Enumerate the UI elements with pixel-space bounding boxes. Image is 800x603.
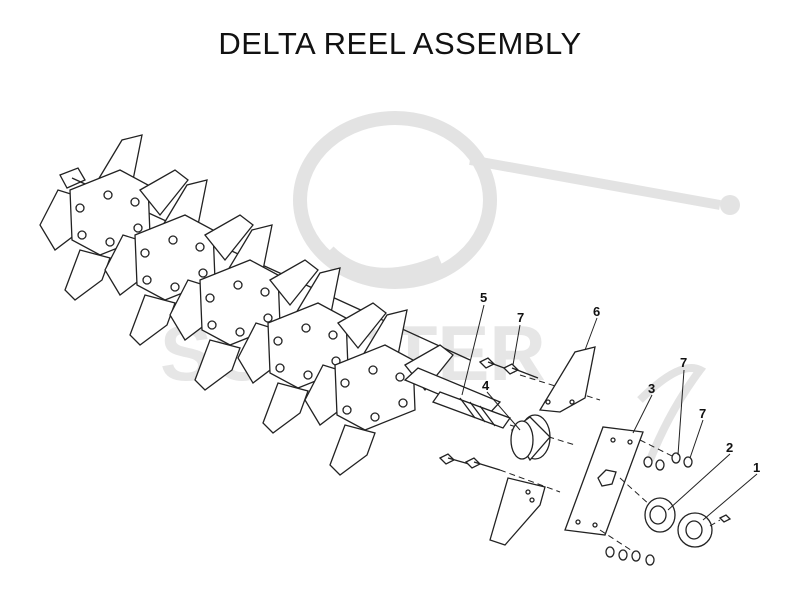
bolt-head [370,412,380,422]
bolt-head [263,313,273,323]
bolt-head [77,230,87,240]
mounting-bolts [438,357,601,493]
callout-7-b: 7 [680,355,687,370]
bolt-head [235,327,245,337]
bolt-head [340,378,350,388]
diagram-title: DELTA REEL ASSEMBLY [218,26,582,61]
bolt-head [130,197,140,207]
bolt-head [168,235,178,245]
bolt-head [133,223,143,233]
callout-6: 6 [593,304,600,319]
end-plate [564,426,681,557]
callout-3: 3 [648,381,655,396]
bolt-head [75,203,85,213]
bolt-head [303,370,313,380]
bolt-head [273,336,283,346]
callout-7-c: 7 [699,406,706,421]
bolt-head [140,248,150,258]
lock-collar [677,512,732,548]
bolt-head [103,190,113,200]
end-blade-bottom [489,477,546,546]
bushing [510,414,551,462]
bolt-head [328,330,338,340]
washers-nuts [605,452,693,566]
blade-group [39,134,189,301]
bolt-head [233,280,243,290]
bolt-head [342,405,352,415]
callout-4: 4 [482,378,490,393]
bolt-head [142,275,152,285]
bolt-head [368,365,378,375]
bolt-head [105,237,115,247]
bolt-head [207,320,217,330]
bolt-head [170,282,180,292]
leader-lines [461,304,758,521]
bearing [644,497,676,533]
callout-1: 1 [753,460,760,475]
callout-5: 5 [480,290,487,305]
callout-7-a: 7 [517,310,524,325]
reel-blades [39,134,454,476]
blade-group [104,179,254,346]
end-blade-top [538,346,596,413]
bolt-head [260,287,270,297]
blade-group [237,267,387,434]
bolt-head [301,323,311,333]
callout-2: 2 [726,440,733,455]
bolt-head [205,293,215,303]
bolt-head [275,363,285,373]
callout-labels: 5 4 7 6 3 7 7 2 1 [480,290,760,475]
bolt-head [398,398,408,408]
bolt-head [395,372,405,382]
bolt-head [195,242,205,252]
bolt-head [198,268,208,278]
